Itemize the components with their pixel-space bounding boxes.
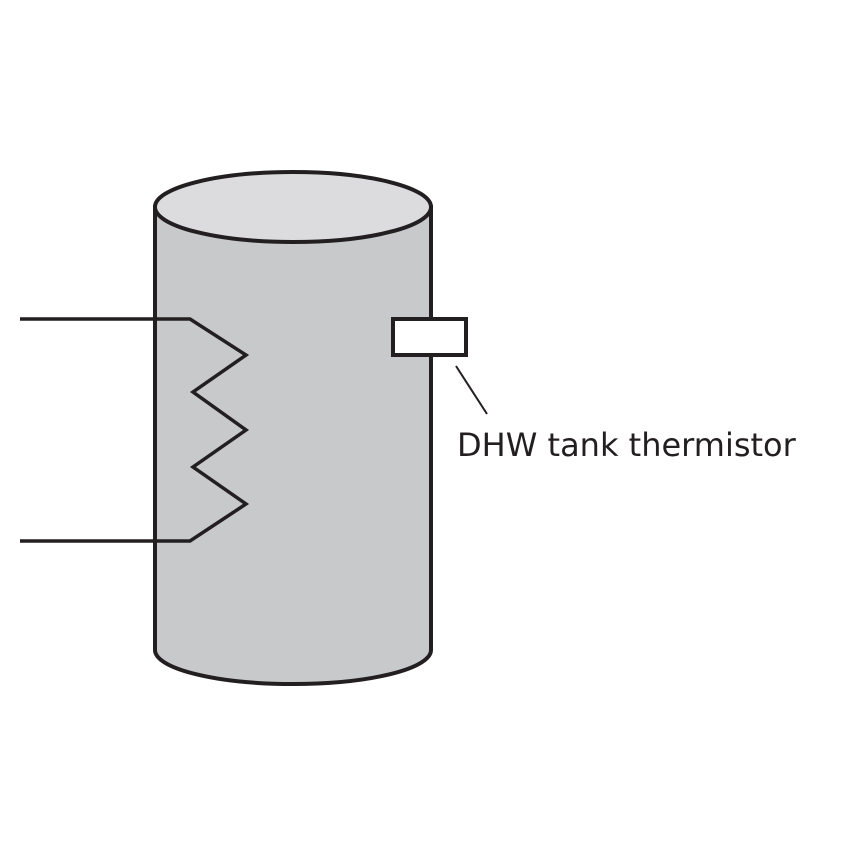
tank [153,170,433,686]
tank-top [153,170,433,244]
thermistor-sensor [391,317,468,357]
tank-body [153,205,433,686]
heating-coil [20,317,250,543]
thermistor-label: DHW tank thermistor [457,426,797,464]
leader-line [455,365,488,415]
